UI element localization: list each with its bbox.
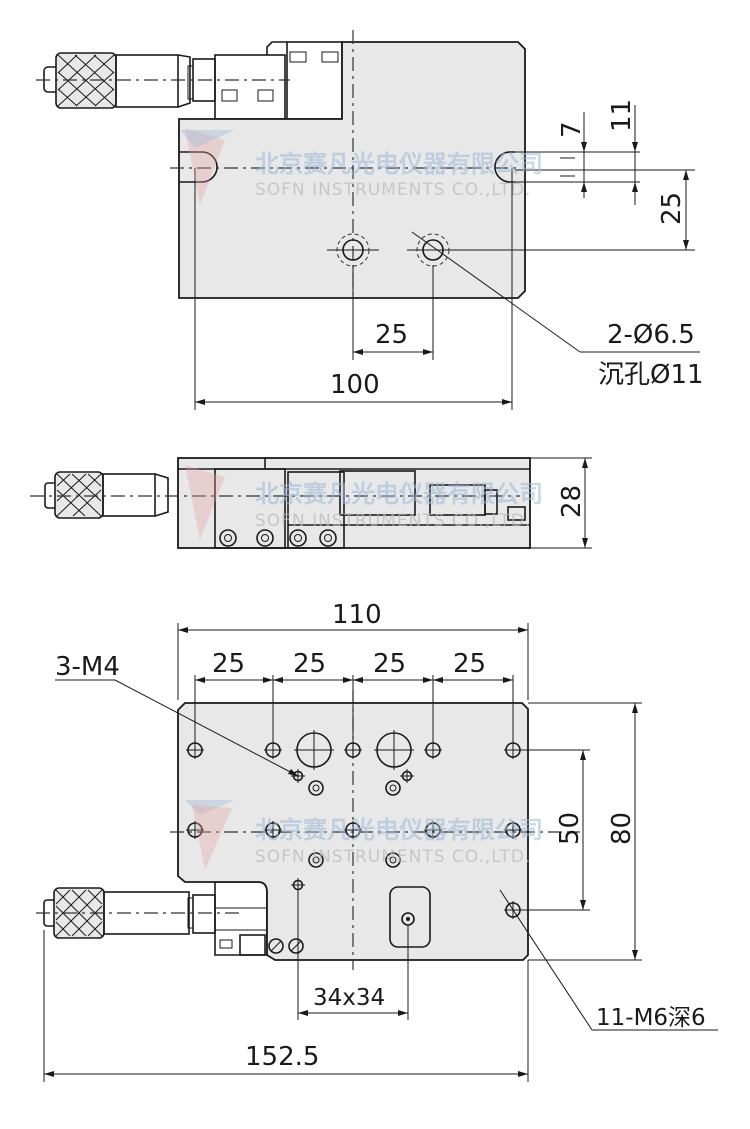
- dim-80: 80: [607, 812, 637, 845]
- m6-hole: [504, 821, 522, 839]
- watermark-top: 北京赛凡光电仪器有限公司 SOFN INSTRUMENTS CO.,LTD.: [180, 128, 543, 205]
- watermark-bottom: 北京赛凡光电仪器有限公司 SOFN INSTRUMENTS CO.,LTD.: [185, 800, 543, 870]
- slot-left: [179, 151, 218, 183]
- svg-text:SOFN INSTRUMENTS CO.,LTD.: SOFN INSTRUMENTS CO.,LTD.: [255, 847, 531, 867]
- m6-hole: [344, 821, 362, 839]
- m6-hole: [264, 821, 282, 839]
- dim-25-holes: 25: [375, 320, 408, 350]
- dim-110: 110: [332, 600, 382, 630]
- slot-right: [494, 151, 515, 183]
- side-view: 28: [30, 457, 592, 549]
- callout-counterbore-d11: 沉孔Ø11: [598, 360, 704, 390]
- dim-11: 11: [607, 99, 637, 132]
- dim-pitch-3: 25: [373, 649, 406, 679]
- arrowheads: [44, 142, 689, 1077]
- dim-25-vertical: 25: [657, 192, 687, 225]
- m6-hole: [424, 821, 442, 839]
- svg-text:SOFN INSTRUMENTS CO.,LTD.: SOFN INSTRUMENTS CO.,LTD.: [255, 511, 531, 531]
- dim-7: 7: [557, 121, 587, 138]
- callout-3-m4: 3-M4: [55, 652, 120, 682]
- access-window: [389, 886, 431, 948]
- callout-11-m6: 11-M6深6: [596, 1005, 706, 1031]
- watermark-side: 北京赛凡光电仪器有限公司 SOFN INSTRUMENTS CO.,LTD.: [185, 465, 543, 540]
- top-plate: [178, 41, 526, 299]
- dim-152-5: 152.5: [245, 1042, 319, 1072]
- micrometer-bottom: [43, 881, 268, 956]
- svg-text:北京赛凡光电仪器有限公司: 北京赛凡光电仪器有限公司: [255, 150, 543, 178]
- svg-text:北京赛凡光电仪器有限公司: 北京赛凡光电仪器有限公司: [255, 816, 543, 844]
- dim-pitch-2: 25: [293, 649, 326, 679]
- cap-screws-side: [219, 529, 337, 547]
- dim-50: 50: [555, 812, 585, 845]
- bottom-view: 110 25 25 25 25 3-M4 50 80 34x34 152.5 1…: [36, 600, 718, 1082]
- callout-2-d6-5: 2-Ø6.5: [607, 320, 695, 350]
- dim-28: 28: [557, 485, 587, 518]
- svg-text:SOFN INSTRUMENTS CO.,LTD.: SOFN INSTRUMENTS CO.,LTD.: [255, 180, 531, 200]
- dim-100: 100: [330, 370, 380, 400]
- m6-hole: [186, 821, 204, 839]
- dim-34x34: 34x34: [313, 985, 385, 1011]
- dim-pitch-4: 25: [453, 649, 486, 679]
- svg-text:北京赛凡光电仪器有限公司: 北京赛凡光电仪器有限公司: [255, 480, 543, 508]
- dim-pitch-1: 25: [212, 649, 245, 679]
- cap-screws-bottom: [308, 780, 401, 868]
- top-view: 100 25 2-Ø6.5 沉孔Ø11 7 11 25: [36, 30, 704, 410]
